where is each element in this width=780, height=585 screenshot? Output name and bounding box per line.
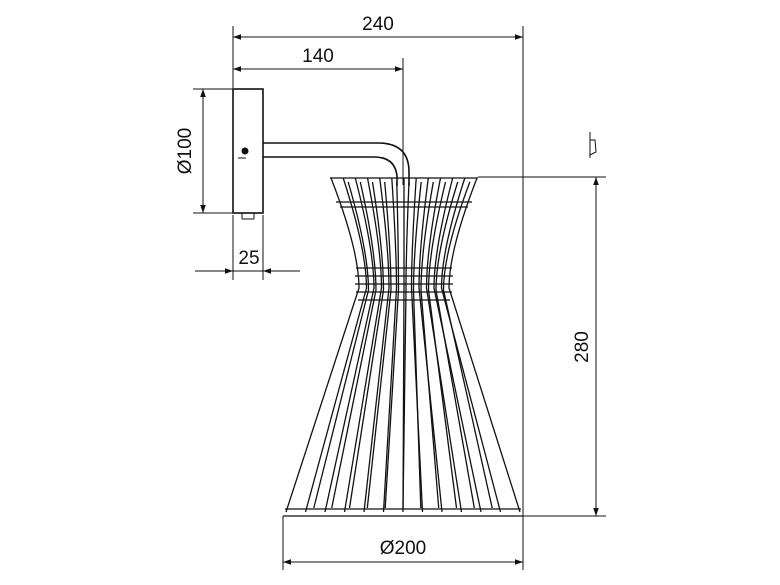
- shade-slat-inner: [384, 181, 400, 509]
- dim-plate-depth: 25: [195, 215, 300, 280]
- lamp-shade: [283, 177, 523, 517]
- shade-slat: [304, 177, 368, 513]
- shade-slat: [343, 177, 383, 513]
- shade-slat: [382, 177, 398, 513]
- shade-slat-inner: [313, 181, 370, 509]
- dim-label-overall-width: 240: [362, 14, 394, 35]
- mounting-screw: [241, 147, 249, 155]
- arm: [263, 142, 410, 186]
- shade-slat-inner: [402, 181, 410, 509]
- dim-label-shade-height: 280: [572, 331, 593, 363]
- dim-shade-height: 280: [478, 132, 606, 517]
- shade-slat-inner: [435, 181, 475, 509]
- shade-slat: [324, 177, 375, 513]
- dim-overall-width: 240: [232, 14, 524, 520]
- shade-slat: [448, 177, 521, 513]
- dim-shade-diameter: Ø200: [282, 516, 524, 570]
- shade-slat: [418, 177, 443, 513]
- dim-label-shade-diameter: Ø200: [380, 538, 426, 559]
- shade-slat-inner: [348, 181, 385, 509]
- shade-slat: [433, 177, 482, 513]
- shade-slat-inner: [412, 181, 422, 509]
- shade-slat-inner: [427, 181, 458, 509]
- shade-slat: [440, 177, 502, 513]
- dim-arm-projection: 140: [233, 46, 404, 185]
- shade-slat-inner: [442, 181, 493, 509]
- shade-slat-inner: [366, 181, 392, 509]
- shade-slat: [402, 177, 405, 513]
- shade-slat: [285, 177, 360, 513]
- dim-label-plate-depth: 25: [238, 248, 259, 269]
- dim-label-arm-projection: 140: [302, 46, 334, 67]
- shade-slat: [363, 177, 390, 513]
- wall-plate: [232, 88, 264, 220]
- shade-slat: [410, 177, 424, 513]
- shade-slat-inner: [420, 181, 440, 509]
- shade-slat: [425, 177, 463, 513]
- dim-label-plate-diameter: Ø100: [175, 128, 196, 174]
- shade-slat-inner: [331, 181, 377, 509]
- dim-plate-diameter: Ø100: [175, 88, 240, 214]
